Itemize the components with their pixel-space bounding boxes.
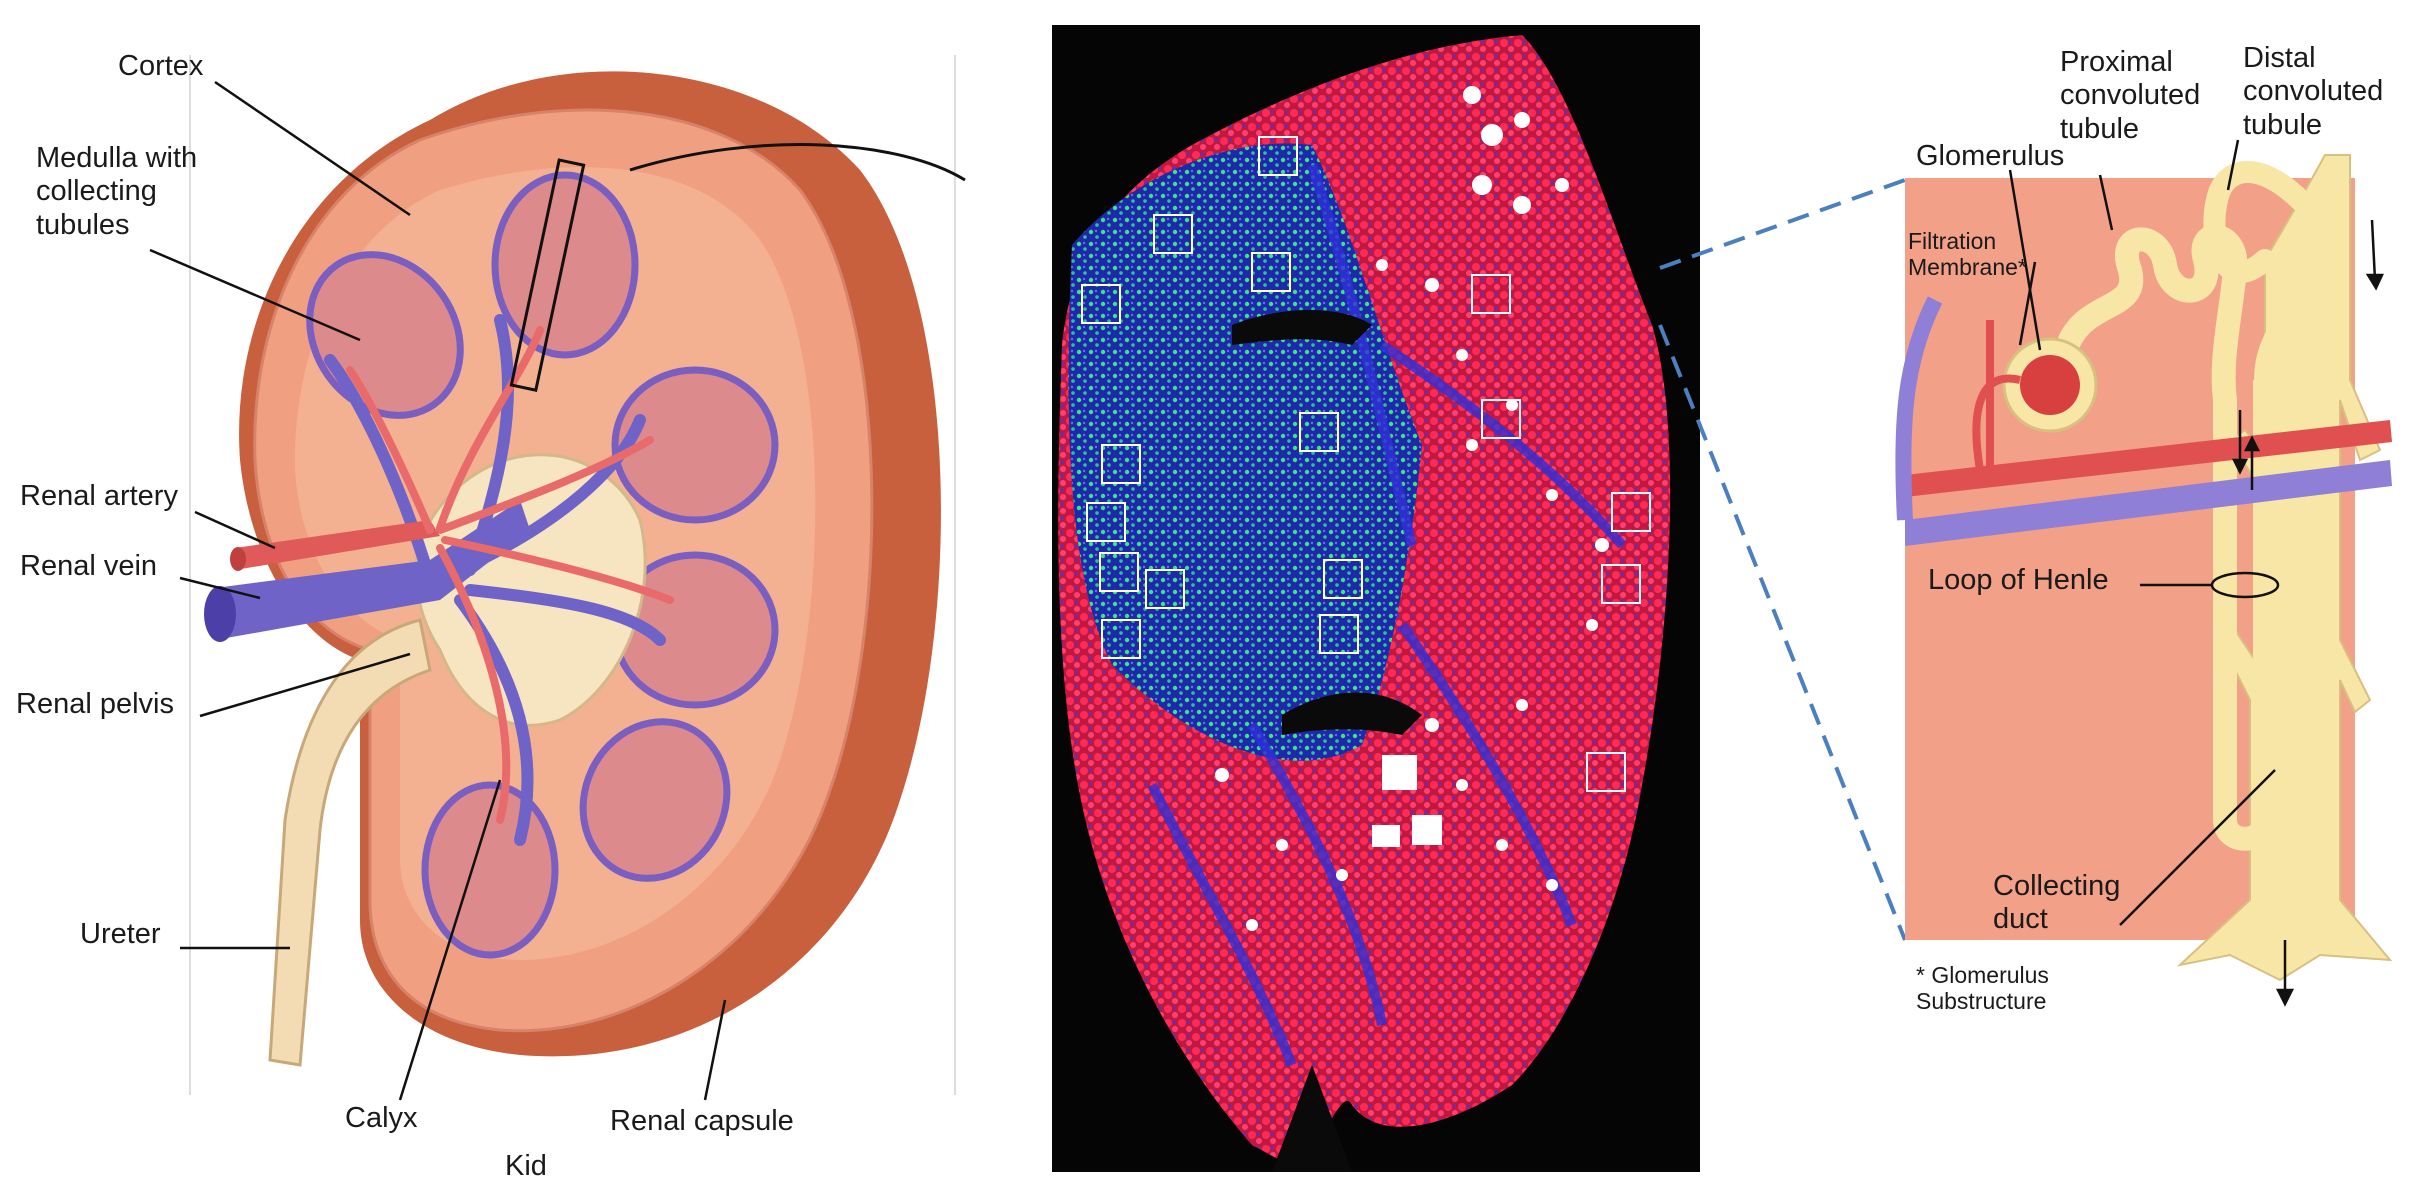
label-renal-capsule: Renal capsule <box>610 1105 794 1138</box>
micrograph-image <box>1052 25 1700 1172</box>
label-filtration-membrane: Filtration Membrane* <box>1908 228 2027 281</box>
label-distal-tubule: Distal convoluted tubule <box>2243 42 2383 142</box>
label-medulla: Medulla with collecting tubules <box>36 142 197 242</box>
nephron-diagram: Proximal convoluted tubule Distal convol… <box>1660 0 2419 1168</box>
kidney-diagram: Cortex Medulla with collecting tubules R… <box>0 0 1000 1168</box>
label-proximal-tubule: Proximal convoluted tubule <box>2060 46 2200 146</box>
kidney-micrograph <box>1052 25 1700 1172</box>
label-calyx: Calyx <box>345 1102 418 1135</box>
label-renal-artery: Renal artery <box>20 480 178 513</box>
callout-lines <box>1660 180 1905 940</box>
label-ureter: Ureter <box>80 918 161 951</box>
label-glomerulus: Glomerulus <box>1916 140 2064 173</box>
label-footnote: * Glomerulus Substructure <box>1916 962 2049 1015</box>
caption-cut: Kid <box>505 1150 547 1183</box>
label-renal-pelvis: Renal pelvis <box>16 688 174 721</box>
label-loop-of-henle: Loop of Henle <box>1928 564 2109 597</box>
label-renal-vein: Renal vein <box>20 550 157 583</box>
label-cortex: Cortex <box>118 50 203 83</box>
label-collecting-duct: Collecting duct <box>1993 870 2120 937</box>
glomerulus-shape <box>2020 355 2080 415</box>
